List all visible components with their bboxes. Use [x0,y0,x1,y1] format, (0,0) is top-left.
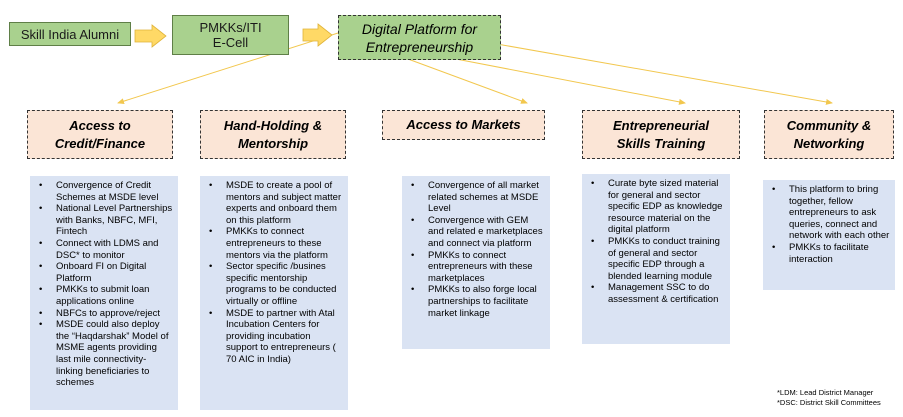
list-item: Curate byte sized material for general a… [591,178,725,236]
pmkks-iti-ecell-box: PMKKs/ITI E-Cell [172,15,289,55]
skills-training-details: Curate byte sized material for general a… [582,174,730,344]
connector-skills-training [455,58,686,105]
pillar-title-line1: Entrepreneurial [612,117,710,133]
list-item: Connect with LDMS and DSC* to monitor [39,238,173,261]
skill-india-alumni-box: Skill India Alumni [9,22,131,46]
digital-platform-box: Digital Platform for Entrepreneurship [338,15,501,60]
list-item: MSDE could also deploy the “Haqdarshak” … [39,319,173,389]
access-to-markets-details: Convergence of all market related scheme… [402,176,550,349]
pillar-credit-finance: Access to Credit/Finance [27,110,173,159]
list-item: Sector specific /busines specific mentor… [209,261,343,307]
list-item: This platform to bring together, fellow … [772,184,890,242]
list-item: Management SSC to do assessment & certif… [591,282,725,305]
list-item: Onboard FI on Digital Platform [39,261,173,284]
list-item: Convergence of all market related scheme… [411,180,545,215]
pmkks-iti-label: PMKKs/ITI [199,20,262,35]
list-item: Convergence with GEM and related e marke… [411,215,545,250]
list-item: PMKKs to submit loan applications online [39,284,173,307]
footnote-ldm: *LDM: Lead District Manager [777,388,874,397]
list-item: National Level Partnerships with Banks, … [39,203,173,238]
connector-credit-finance [117,32,339,105]
list-item: Convergence of Credit Schemes at MSDE le… [39,180,173,203]
pillar-mentorship: Hand-Holding & Mentorship [200,110,346,159]
platform-title-line2: Entrepreneurship [365,38,474,55]
list-item: MSDE to partner with Atal Incubation Cen… [209,308,343,366]
pillar-title-line1: Access to Markets [406,117,521,132]
mentorship-details: MSDE to create a pool of mentors and sub… [200,176,348,410]
footnote-dsc: *DSC: District Skill Committees [777,398,881,407]
connector-access-to-markets [407,58,528,104]
list-item: MSDE to create a pool of mentors and sub… [209,180,343,226]
list-item: PMKKs to conduct training of general and… [591,236,725,282]
pillar-title-line2: Mentorship [237,135,309,151]
footnotes: *LDM: Lead District Manager *DSC: Distri… [777,388,901,408]
pillar-title-line2: Networking [793,135,865,151]
list-item: PMKKs to connect entrepreneurs to these … [209,226,343,261]
connector-community-networking [479,40,833,105]
pillar-title-line2: Credit/Finance [54,135,146,151]
ecell-label: E-Cell [212,35,249,50]
block-arrow-1 [134,24,167,48]
pillar-access-to-markets: Access to Markets [382,110,545,140]
pillar-title-line2: Skills Training [616,135,706,151]
skill-india-alumni-label: Skill India Alumni [20,26,120,42]
block-arrow-2 [302,23,333,47]
pillar-title-line1: Access to [69,117,131,133]
list-item: PMKKs to facilitate interaction [772,242,890,265]
pillar-title-line1: Community & [786,117,872,133]
pillar-skills-training: Entrepreneurial Skills Training [582,110,740,159]
pillar-community-networking: Community & Networking [764,110,894,159]
list-item: NBFCs to approve/reject [39,308,173,320]
platform-title-line1: Digital Platform for [361,20,478,37]
list-item: PMKKs to also forge local partnerships t… [411,284,545,319]
list-item: PMKKs to connect entrepreneurs with thes… [411,250,545,285]
community-networking-details: This platform to bring together, fellow … [763,180,895,290]
credit-finance-details: Convergence of Credit Schemes at MSDE le… [30,176,178,410]
pillar-title-line1: Hand-Holding & [223,117,323,133]
